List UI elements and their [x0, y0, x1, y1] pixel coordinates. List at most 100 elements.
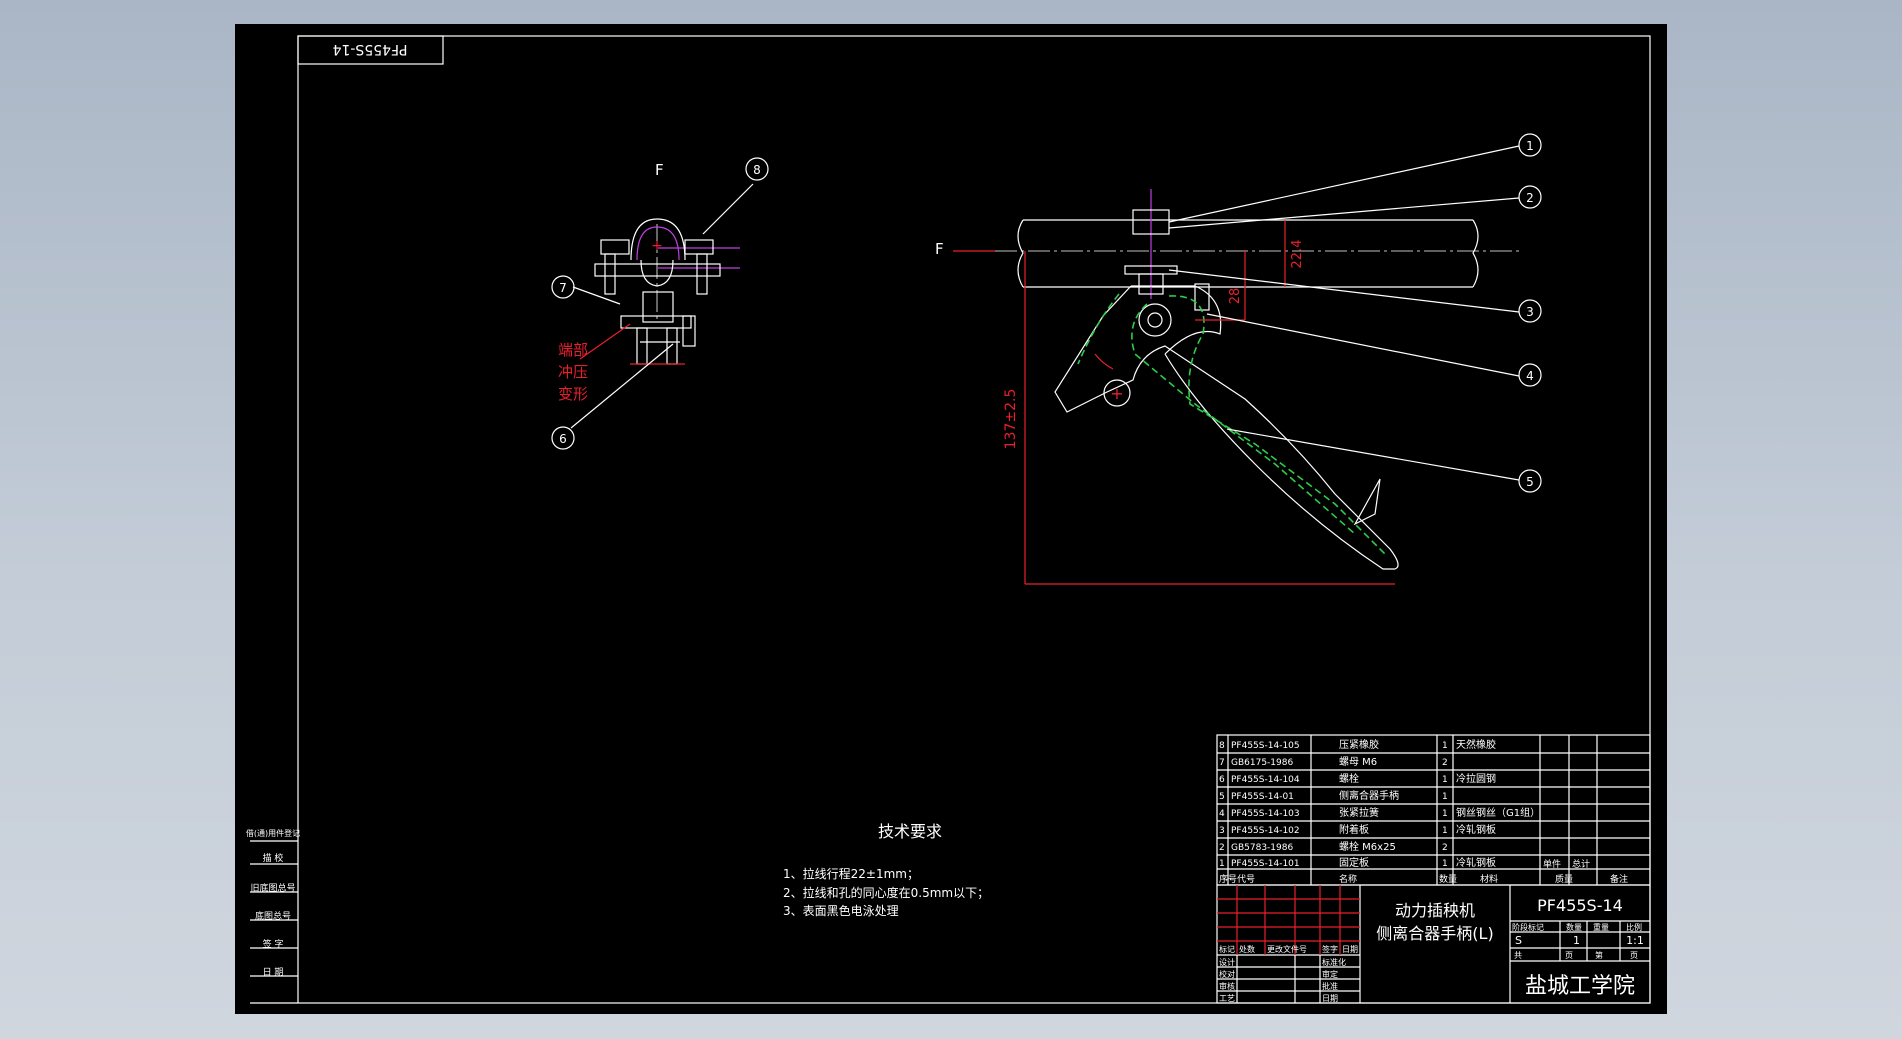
- bom-name: 张紧拉簧: [1339, 806, 1379, 819]
- tb-label: 第: [1595, 950, 1603, 960]
- tb-label: 审定: [1322, 969, 1338, 979]
- bom-qty: 2: [1442, 843, 1448, 853]
- bom-material: 钢丝钢丝（G1组）: [1456, 806, 1540, 819]
- balloon-7-text: 7: [559, 281, 567, 295]
- balloon-5: [1518, 469, 1542, 493]
- main-view-label: F: [935, 240, 944, 258]
- balloon-7: [551, 275, 575, 299]
- bom-material: 冷拉圆钢: [1456, 772, 1496, 785]
- bom-code: GB5783-1986: [1231, 843, 1293, 853]
- bom-qty: 1: [1442, 826, 1448, 836]
- balloon-3: [1518, 299, 1542, 323]
- bom-code: PF455S-14-103: [1231, 809, 1300, 819]
- bom-no: 8: [1219, 741, 1225, 751]
- tech-requirements: 技术要求 1、拉线行程22±1mm； 2、拉线和孔的同心度在0.5mm以下； 3…: [783, 822, 989, 918]
- tb-label: 标准化: [1322, 957, 1346, 967]
- dimension-28: 28: [1228, 288, 1243, 305]
- balloon-2-text: 2: [1526, 191, 1534, 205]
- balloon-6: [551, 426, 575, 450]
- balloon-2: [1518, 185, 1542, 209]
- cad-drawing: PF455S-14 借(通)用件登记 描 校 旧底图总号 底图总号 签 字 日 …: [246, 35, 1651, 1004]
- tb-label: 校对: [1219, 969, 1235, 979]
- bom-name: 固定板: [1339, 856, 1369, 869]
- bom-no: 5: [1219, 792, 1225, 802]
- bom-qty: 1: [1442, 809, 1448, 819]
- balloon-8-text: 8: [753, 163, 761, 177]
- bom-name: 螺栓 M6x25: [1339, 840, 1396, 853]
- dimension-22-4: 22.4: [1290, 240, 1305, 269]
- tb-label: 工艺: [1219, 994, 1235, 1003]
- tb-label: 批准: [1322, 981, 1338, 991]
- view-f-label: F: [655, 161, 664, 179]
- code-tab: [297, 35, 444, 65]
- stage-value: S: [1515, 934, 1522, 947]
- bom-no: 1: [1219, 859, 1225, 869]
- balloon-1: [1518, 133, 1542, 157]
- balloon-6-text: 6: [559, 432, 567, 446]
- tb-label: 共: [1514, 951, 1522, 960]
- side-register: 借(通)用件登记 描 校 旧底图总号 底图总号 签 字 日 期: [246, 828, 300, 1004]
- balloon-3-text: 3: [1526, 305, 1534, 319]
- bom-no: 3: [1219, 826, 1225, 836]
- bom-header: 单件: [1543, 858, 1561, 870]
- bom-no: 6: [1219, 775, 1225, 785]
- bom-code: PF455S-14-101: [1231, 859, 1300, 869]
- bom-code: GB6175-1986: [1231, 758, 1293, 768]
- bom-qty: 2: [1442, 758, 1448, 768]
- bom-material: 天然橡胶: [1456, 738, 1496, 751]
- part-name-line-1: 动力插秧机: [1395, 901, 1475, 920]
- side-label: 旧底图总号: [250, 882, 295, 894]
- bom-header: 备注: [1610, 873, 1628, 885]
- bom-header: 材料: [1480, 873, 1498, 885]
- bom-code: PF455S-14-102: [1231, 826, 1300, 836]
- red-note-line: 冲压: [558, 363, 588, 381]
- balloon-5-text: 5: [1526, 475, 1534, 489]
- tb-label: 数量: [1566, 922, 1582, 932]
- tb-label: 签字: [1322, 944, 1338, 954]
- side-label: 描 校: [263, 852, 284, 864]
- tech-title: 技术要求: [878, 822, 942, 841]
- balloon-8: [745, 157, 769, 181]
- bom-qty: 1: [1442, 741, 1448, 751]
- tech-item: 2、拉线和孔的同心度在0.5mm以下；: [783, 885, 989, 900]
- bom-header: 数量: [1439, 873, 1457, 885]
- part-name-line-2: 侧离合器手柄(L): [1376, 924, 1493, 943]
- red-note-line: 端部: [558, 341, 588, 359]
- bom-header: 总计: [1572, 858, 1590, 870]
- balloon-4: [1518, 363, 1542, 387]
- svg-text:+: +: [1110, 384, 1123, 403]
- tb-label: 比例: [1626, 922, 1642, 932]
- balloon-1-text: 1: [1526, 139, 1534, 153]
- drawing-code: PF455S-14: [1537, 896, 1623, 915]
- side-label: 签 字: [263, 938, 284, 950]
- bom-material: 冷轧钢板: [1456, 856, 1496, 869]
- bom-no: 7: [1219, 758, 1225, 768]
- side-label: 借(通)用件登记: [246, 828, 300, 838]
- tb-label: 日期: [1322, 994, 1338, 1003]
- main-view: F + 137±2.5 22.4 28: [935, 133, 1542, 585]
- bom-code: PF455S-14-104: [1231, 775, 1300, 785]
- tb-label: 页: [1630, 951, 1638, 960]
- tb-label: 设计: [1219, 957, 1235, 967]
- bom-name: 压紧橡胶: [1339, 738, 1379, 751]
- drawing-border: [297, 35, 1651, 1004]
- bom-header: 质量: [1555, 873, 1573, 885]
- bom-header: 代号: [1237, 874, 1255, 885]
- tb-label: 更改文件号: [1267, 944, 1307, 954]
- bom-no: 2: [1219, 843, 1225, 853]
- bom-table: 8 PF455S-14-105 压紧橡胶 1 天然橡胶 7 GB6175-198…: [1216, 734, 1651, 886]
- tb-label: 阶段标记: [1512, 922, 1544, 932]
- tech-item: 3、表面黑色电泳处理: [783, 904, 899, 918]
- tb-label: 重量: [1593, 922, 1609, 932]
- code-tab-text: PF455S-14: [332, 41, 407, 57]
- title-block: 标记 处数 更改文件号 签字 日期 设计 标准化 校对 审定 审核 批准 工艺 …: [1216, 884, 1651, 1004]
- bom-name: 螺栓: [1339, 772, 1359, 785]
- bom-code: PF455S-14-105: [1231, 741, 1300, 751]
- bom-name: 侧离合器手柄: [1339, 789, 1399, 802]
- tb-label: 处数: [1239, 944, 1255, 954]
- bom-header: 序号: [1219, 873, 1237, 885]
- tb-label: 页: [1565, 951, 1573, 960]
- bom-material: 冷轧钢板: [1456, 823, 1496, 836]
- drawing-sheet: PF455S-14 借(通)用件登记 描 校 旧底图总号 底图总号 签 字 日 …: [235, 24, 1667, 1014]
- bom-qty: 1: [1442, 859, 1448, 869]
